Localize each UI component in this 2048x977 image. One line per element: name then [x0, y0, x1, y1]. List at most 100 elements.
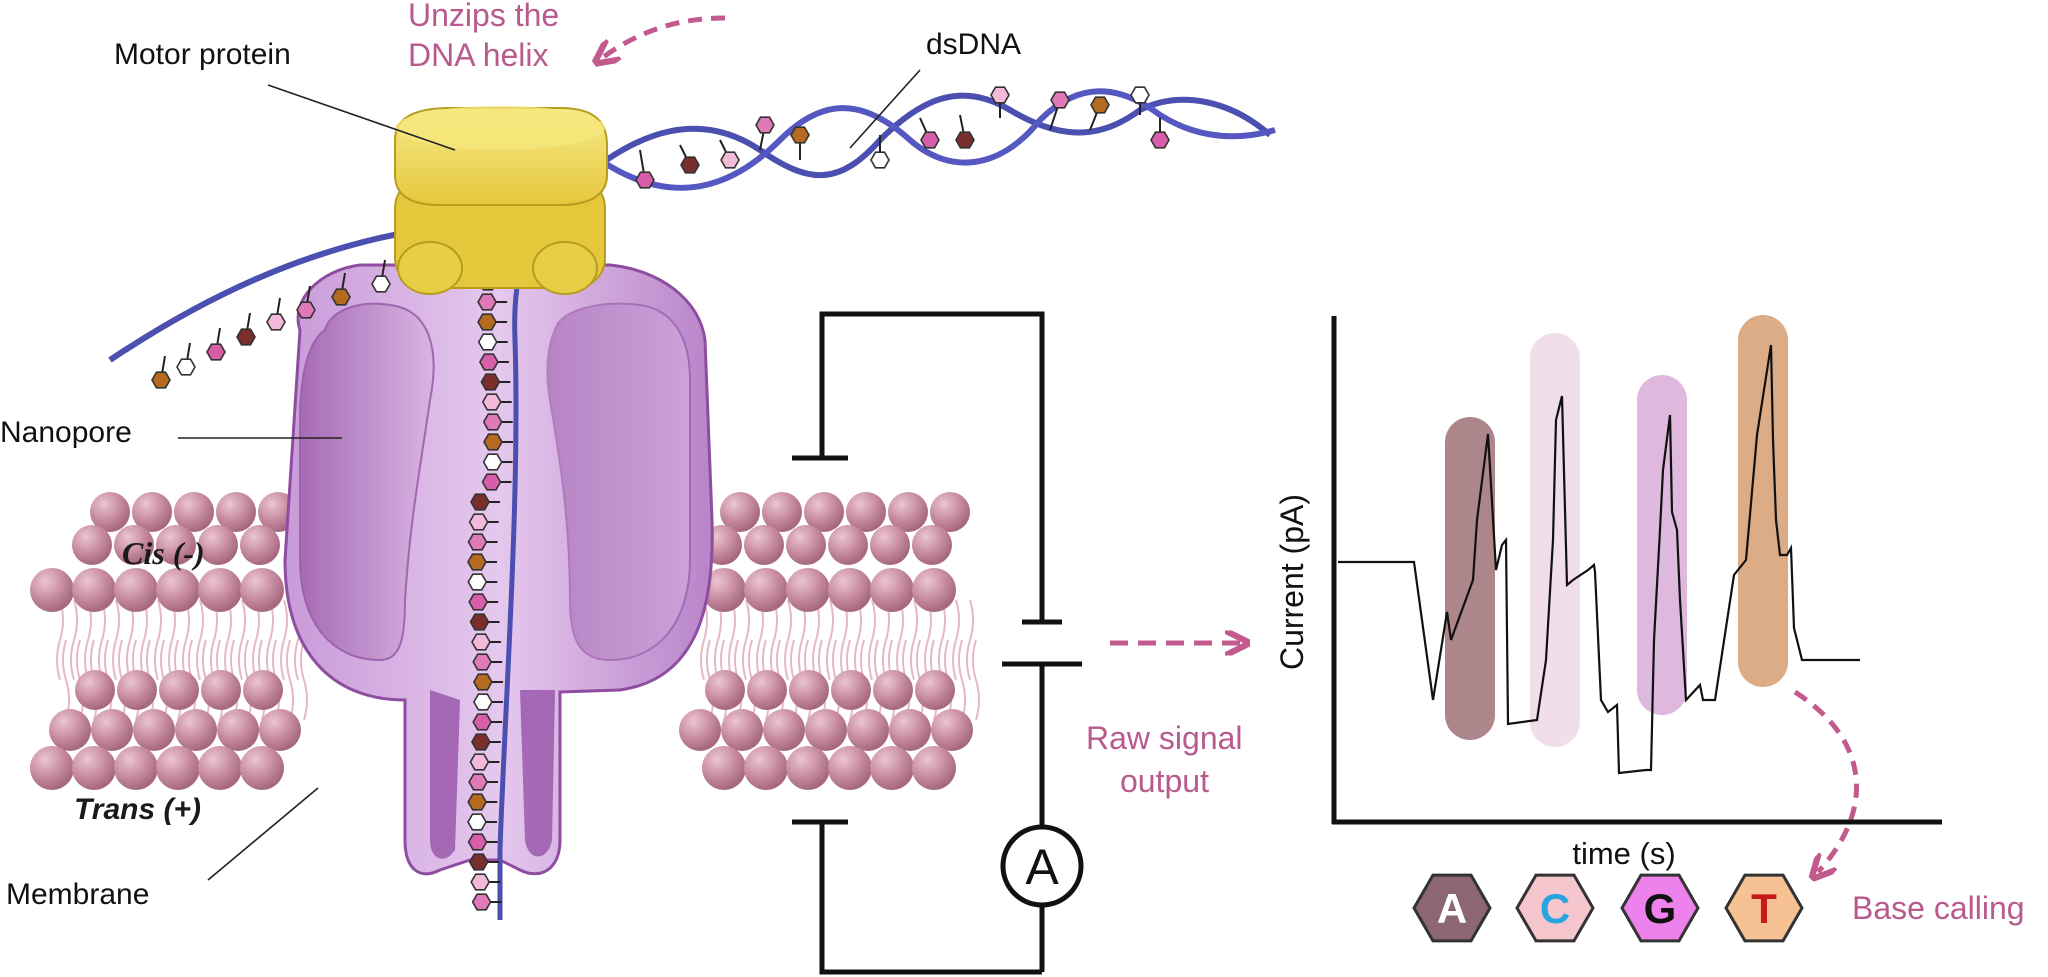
cis-label: Cis (-)	[122, 535, 205, 571]
current-trace	[1338, 344, 1860, 775]
lipid-head	[159, 670, 199, 710]
lipid-head	[49, 709, 91, 751]
lipid-head	[174, 492, 214, 532]
base-hex-T	[1724, 873, 1804, 943]
nucleotide	[371, 275, 391, 293]
base-calling-label: Base calling	[1852, 890, 2025, 926]
nucleotide	[482, 413, 503, 431]
lipid-tail	[210, 599, 218, 681]
lipid-head	[217, 709, 259, 751]
base-letter-A: A	[1437, 885, 1467, 932]
trans-label: Trans (+)	[74, 793, 201, 826]
nucleotide	[470, 733, 491, 751]
lipid-tail	[756, 599, 764, 681]
lipid-head	[870, 568, 914, 612]
lipid-tail	[966, 599, 974, 681]
lipid-head	[931, 709, 973, 751]
lipid-head	[744, 746, 788, 790]
nucleotide	[481, 473, 502, 491]
lipid-head	[72, 746, 116, 790]
lipid-head	[240, 568, 284, 612]
lipid-tail	[972, 639, 980, 721]
base-calling-arrow	[1793, 689, 1860, 872]
lipid-head	[240, 525, 280, 565]
lipid-head	[72, 525, 112, 565]
lipid-head	[720, 492, 760, 532]
lipid-head	[912, 568, 956, 612]
nucleotide	[955, 131, 975, 149]
lipid-head	[156, 568, 200, 612]
lipid-head	[721, 709, 763, 751]
lipid-head	[30, 568, 74, 612]
nucleotide	[680, 156, 700, 174]
nucleotide	[468, 513, 489, 531]
nucleotide	[1150, 131, 1170, 149]
lipid-tail	[168, 599, 176, 681]
lipid-head	[175, 709, 217, 751]
dsdna-leader	[849, 69, 921, 149]
lipid-head	[912, 746, 956, 790]
nucleotide	[467, 573, 488, 591]
lipid-tail	[154, 599, 162, 681]
lipid-tail	[700, 599, 708, 681]
lipid-head	[30, 746, 74, 790]
lipid-tail	[868, 599, 876, 681]
unzips-label-line1: Unzips the	[408, 0, 560, 33]
lipid-head	[216, 492, 256, 532]
lipid-tail	[300, 639, 308, 721]
base-letter-T: T	[1751, 885, 1777, 932]
lipid-tail	[728, 599, 736, 681]
lipid-head	[75, 670, 115, 710]
lipid-tail	[910, 599, 918, 681]
nucleotide	[470, 873, 491, 891]
nucleotide	[870, 151, 890, 169]
lipid-tail	[854, 599, 862, 681]
membrane-leader	[207, 787, 319, 881]
lipid-head	[114, 525, 154, 565]
lipid-tail	[952, 599, 960, 681]
lipid-tail	[742, 599, 750, 681]
lipid-tail	[224, 599, 232, 681]
lipid-tail	[196, 599, 204, 681]
lipid-tail	[238, 599, 246, 681]
lipid-head	[705, 670, 745, 710]
lipid-head	[72, 568, 116, 612]
lipid-head	[870, 525, 910, 565]
nucleotide	[790, 126, 810, 144]
lipid-head	[912, 525, 952, 565]
dsdna-helix	[108, 86, 1276, 920]
membrane-label: Membrane	[6, 878, 150, 911]
circuit-wire-bottom	[819, 822, 1042, 975]
base-hex-A	[1412, 873, 1492, 943]
lipid-head	[744, 568, 788, 612]
nucleotide	[469, 613, 490, 631]
lipid-tail	[938, 599, 946, 681]
lipid-head	[846, 492, 886, 532]
nucleotide	[468, 853, 489, 871]
lipid-head	[114, 568, 158, 612]
lipid-head	[828, 525, 868, 565]
lipid-head	[789, 670, 829, 710]
lipid-tail	[84, 599, 92, 681]
lipid-head	[786, 525, 826, 565]
lipid-tail	[126, 599, 134, 681]
nucleotide	[468, 593, 489, 611]
lipid-tail	[98, 599, 106, 681]
nucleotide	[482, 453, 503, 471]
nucleotide	[1090, 96, 1110, 114]
lipid-head	[91, 709, 133, 751]
lipid-head	[786, 746, 830, 790]
nucleotide	[472, 673, 493, 691]
lipid-head	[828, 746, 872, 790]
lipid-head	[888, 492, 928, 532]
lipid-tail	[812, 599, 820, 681]
dsdna-label: dsDNA	[926, 28, 1022, 61]
lipid-head	[930, 492, 970, 532]
circuit-wire-top	[819, 311, 1045, 622]
nucleotide	[470, 493, 490, 511]
nucleotide	[483, 433, 503, 451]
lipid-head	[831, 670, 871, 710]
nucleotide	[266, 313, 286, 331]
lipid-head	[156, 525, 196, 565]
